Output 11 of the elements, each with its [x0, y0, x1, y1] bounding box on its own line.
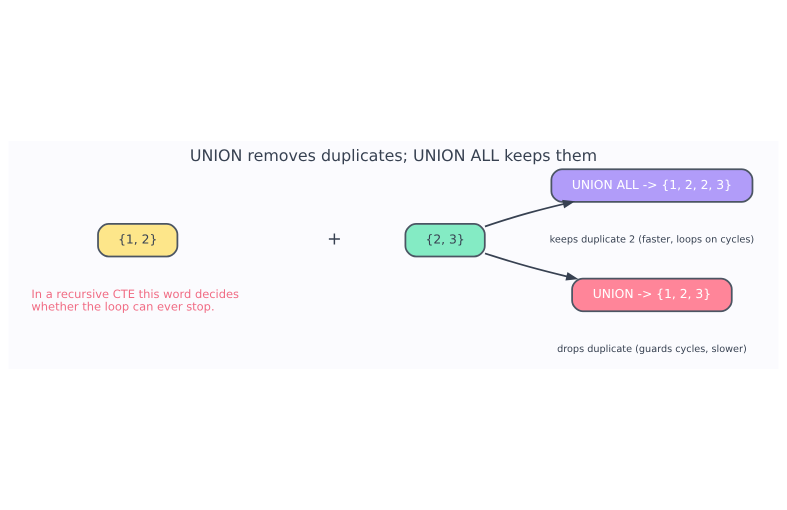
arrow [484, 252, 578, 281]
arrow [484, 200, 576, 228]
node-label: drops duplicate (guards cycles, slower) [557, 344, 747, 356]
label: + [327, 230, 342, 250]
label: In a recursive CTE this word decides whether the loop can ever stop. [31, 286, 240, 314]
node-box: {2, 3} [404, 223, 486, 258]
node-box: UNION -> {1, 2, 3} [571, 278, 733, 312]
node-box: {1, 2} [97, 223, 178, 258]
diagram-title: UNION removes duplicates; UNION ALL keeps them [190, 146, 598, 165]
node-label: keeps duplicate 2 (faster, loops on cycles) [550, 234, 754, 246]
node-box: UNION ALL -> {1, 2, 2, 3} [550, 168, 754, 203]
